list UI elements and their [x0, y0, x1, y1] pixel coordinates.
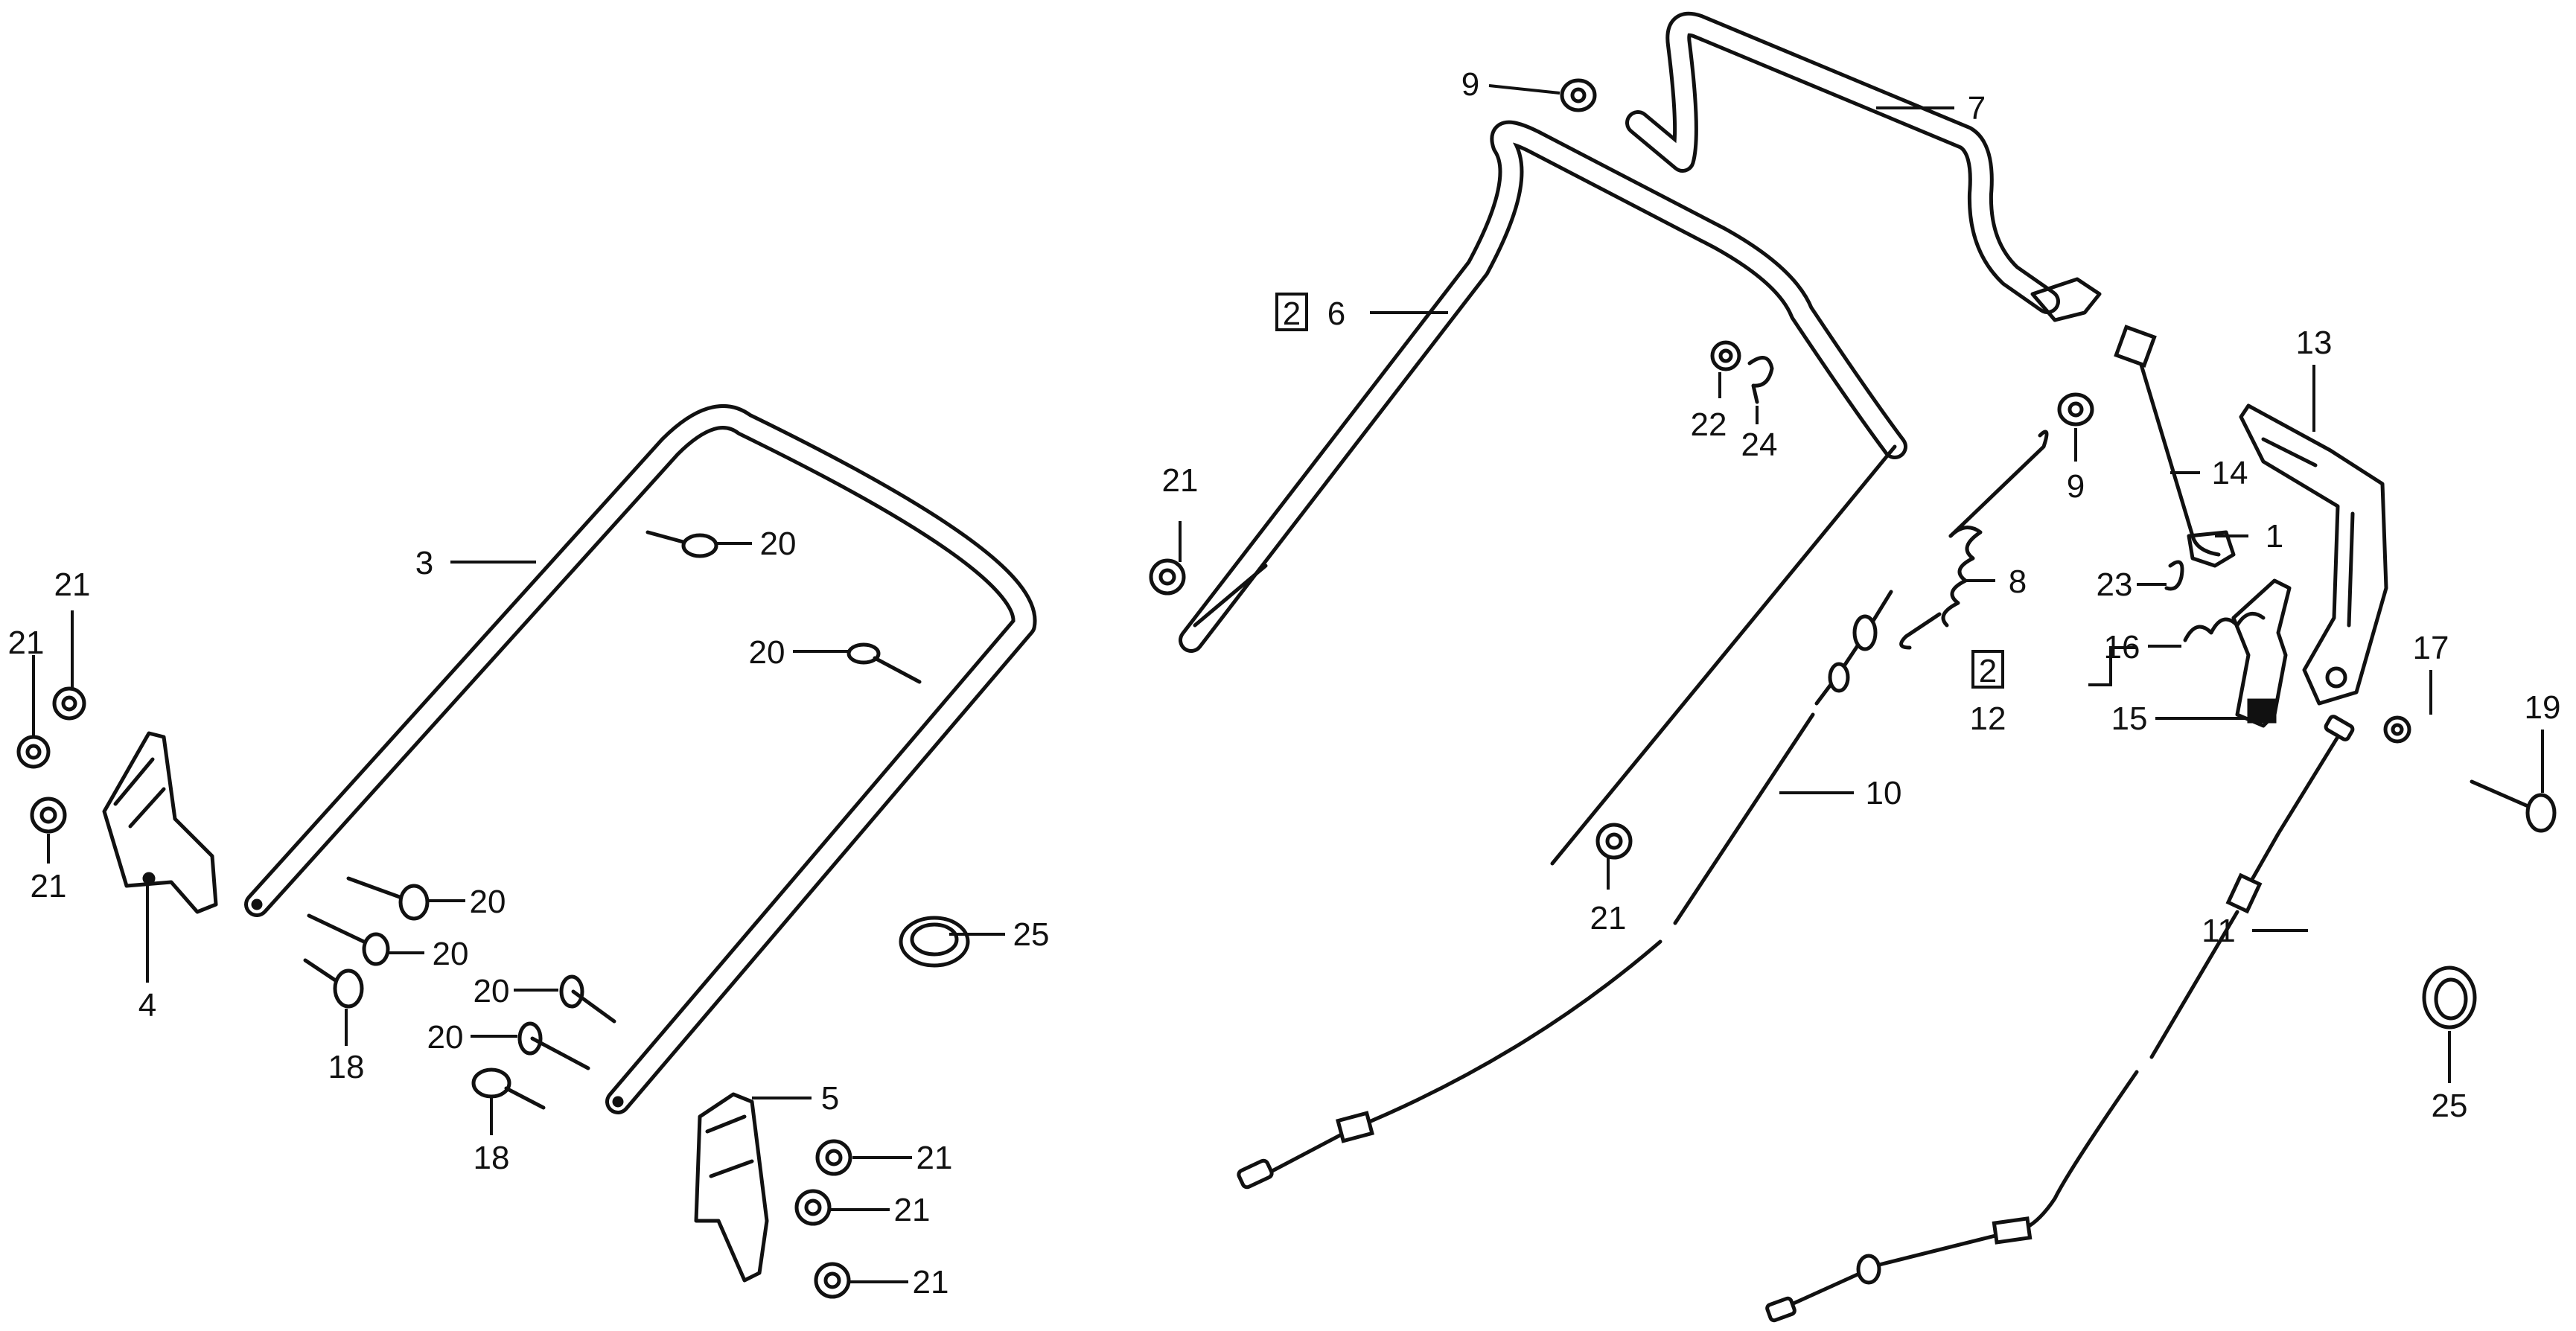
callout-3: 3	[415, 545, 433, 581]
bolt-20-b	[847, 642, 922, 684]
lower-handle	[244, 404, 1037, 1114]
callout-21-b: 21	[8, 625, 45, 661]
callout-21-a: 21	[54, 566, 91, 603]
callout-17: 17	[2413, 630, 2449, 666]
callout-21-e: 21	[894, 1192, 931, 1228]
control-cable-11	[1765, 715, 2355, 1323]
nut-21-d	[815, 1139, 852, 1176]
box-mark-12-text: 2	[1979, 653, 1997, 689]
lever-1	[2187, 530, 2236, 568]
upper-handle	[1179, 120, 1907, 866]
callout-18-b: 18	[474, 1140, 510, 1176]
callout-8: 8	[2009, 564, 2027, 600]
cable-clamp-25-right	[2422, 965, 2477, 1030]
callout-21-h: 21	[1590, 900, 1627, 936]
bolt-20-d	[307, 913, 390, 966]
bolt-20-f	[517, 1021, 590, 1070]
spring-16	[2183, 611, 2266, 642]
callout-21-c: 21	[31, 868, 67, 904]
bolt-20-a	[645, 530, 718, 558]
callout-4: 4	[138, 987, 156, 1024]
nut-21-g	[1149, 558, 1186, 596]
callout-12: 12	[1970, 700, 2006, 737]
callout-14: 14	[2212, 455, 2248, 491]
bracket-5	[694, 1092, 769, 1283]
callout-20-d: 20	[433, 936, 469, 972]
callout-20-e: 20	[474, 973, 510, 1009]
bolt-18-a	[303, 958, 364, 1009]
callout-20-b: 20	[749, 634, 785, 671]
bolt-20-e	[559, 974, 616, 1024]
washer-22	[1710, 340, 1741, 371]
spring-8	[1899, 430, 2049, 650]
clip-24	[1747, 356, 1774, 404]
nut-21-h	[1595, 823, 1633, 860]
cable-clamp-25-left	[899, 916, 970, 968]
callout-20-c: 20	[470, 884, 506, 920]
callout-18-a: 18	[328, 1049, 365, 1085]
callout-21-d: 21	[916, 1140, 953, 1176]
nut-21-f	[814, 1262, 851, 1299]
callout-19: 19	[2525, 689, 2561, 726]
callout-20-a: 20	[760, 526, 797, 562]
stopper-13	[2239, 403, 2388, 706]
callout-6: 6	[1327, 296, 1345, 332]
leader-lines	[32, 84, 2544, 1283]
callout-11: 11	[2202, 913, 2236, 949]
callout-20-f: 20	[427, 1019, 464, 1056]
callout-25-a: 25	[1013, 916, 1050, 953]
nut-21-a	[52, 686, 86, 721]
bolt-18-b	[471, 1067, 546, 1110]
collar-9-b	[2057, 392, 2094, 427]
callout-13: 13	[2296, 325, 2333, 361]
pin-19	[2470, 779, 2557, 833]
callout-10: 10	[1866, 775, 1902, 811]
clip-23	[2164, 560, 2184, 591]
nut-21-c	[30, 797, 67, 834]
nut-21-b	[16, 735, 51, 769]
callout-16: 16	[2104, 629, 2140, 666]
box-mark-6-text: 2	[1283, 296, 1301, 332]
callout-21-g: 21	[1162, 462, 1199, 499]
control-cable-10	[1237, 590, 1893, 1190]
callout-5: 5	[821, 1080, 839, 1117]
bracket-4	[102, 731, 218, 914]
box-mark-12	[1971, 650, 2004, 689]
nut-21-e	[794, 1189, 832, 1226]
operation-lever-7	[1625, 11, 2102, 322]
collar-17	[2383, 715, 2411, 744]
collar-9-a	[1560, 78, 1597, 112]
callout-25-b: 25	[2432, 1088, 2468, 1124]
rod-14	[2114, 325, 2221, 557]
callout-9-b: 9	[2067, 468, 2085, 505]
callout-7: 7	[1968, 90, 1986, 127]
callout-21-f: 21	[913, 1264, 949, 1300]
callout-24: 24	[1741, 427, 1778, 463]
callout-1: 1	[2266, 518, 2283, 555]
box-mark-6	[1275, 293, 1308, 331]
callout-9-a: 9	[1461, 66, 1479, 103]
callout-15: 15	[2111, 700, 2148, 737]
callout-23: 23	[2097, 566, 2133, 603]
lever-15	[2231, 578, 2292, 728]
callout-22: 22	[1691, 406, 1727, 443]
bolt-20-c	[346, 876, 430, 921]
